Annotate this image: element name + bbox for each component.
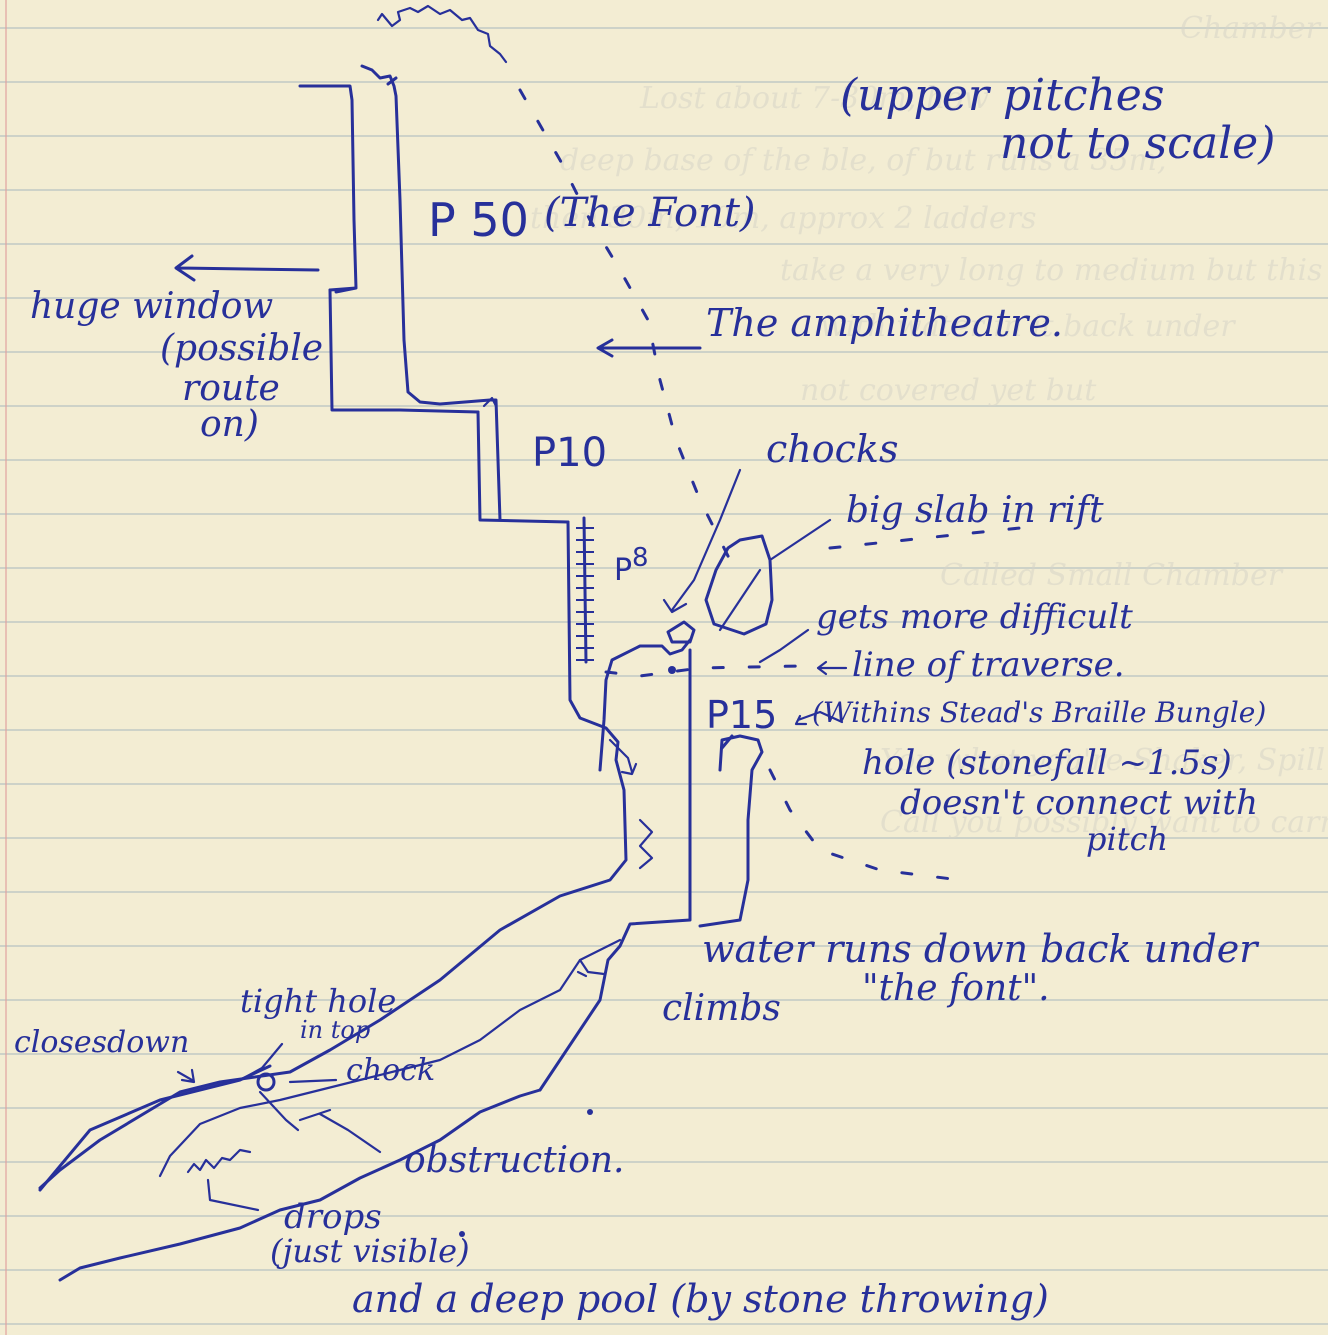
zigzag-climb: [640, 820, 652, 868]
line-of-traverse-label: line of traverse.: [852, 645, 1125, 685]
huge-window-arrow: [176, 256, 318, 280]
p15-right-wall: [700, 736, 762, 926]
svg-text:Chamber pot.: Chamber pot.: [1180, 11, 1328, 46]
chockstone: [668, 622, 694, 642]
p15-label: P15: [706, 693, 777, 737]
hole-label: hole (stonefall ~1.5s): [862, 743, 1232, 783]
survey-dot: [587, 1109, 593, 1115]
drops-label: drops: [284, 1197, 382, 1237]
p8-prefix-label: P: [614, 553, 632, 588]
big-slab-pointer: [720, 520, 830, 630]
gets-more-difficult-label: gets more difficult: [816, 597, 1133, 637]
doesnt-connect-label: doesn't connect with: [900, 783, 1258, 823]
deep-pool-label: and a deep pool (by stone throwing): [352, 1277, 1049, 1321]
obstruction-label: obstruction.: [404, 1140, 625, 1181]
route-label: route: [182, 368, 280, 409]
water-runs-label: water runs down back under: [702, 927, 1260, 971]
traverse-dashed-line: [606, 666, 800, 676]
big-slab-label: big slab in rift: [846, 490, 1104, 531]
svg-text:Called Small Chamber: Called Small Chamber: [940, 558, 1284, 593]
svg-text:not covered yet but: not covered yet but: [800, 373, 1097, 408]
on-label: on): [200, 404, 259, 445]
just-visible-label: (just visible): [270, 1232, 470, 1270]
p10-label: P10: [532, 430, 607, 476]
traverse-arrow: [818, 662, 846, 674]
steads-label: (Withins Stead's Braille Bungle): [812, 696, 1266, 729]
tight-hole-label: tight hole: [240, 982, 396, 1020]
chocks-label: chocks: [766, 427, 898, 471]
big-slab-rock: [706, 536, 772, 634]
huge-window-label: huge window: [30, 286, 273, 327]
climbs-label: climbs: [662, 988, 781, 1029]
chock-pointer: [290, 1080, 336, 1082]
the-font-label: (The Font): [544, 190, 756, 236]
upper-pitches-label: (upper pitches: [840, 70, 1164, 121]
lower-passage-upper: [40, 1066, 270, 1190]
climbs-arrow: [578, 960, 604, 976]
the-font-quote-label: "the font".: [862, 968, 1050, 1009]
not-to-scale-label: not to scale): [1000, 118, 1275, 169]
possible-label: (possible: [160, 328, 323, 369]
difficult-pointer: [760, 630, 808, 662]
chock-label: chock: [346, 1053, 435, 1088]
drops-pointer: [208, 1180, 258, 1210]
p8-ledge: [600, 640, 690, 770]
amphitheatre-label: The amphitheatre.: [706, 301, 1063, 345]
pitch-label: pitch: [1086, 820, 1168, 858]
amphitheatre-arrow: [598, 340, 700, 356]
obstruction-pointer-2: [300, 1110, 380, 1152]
traverse-dot: [668, 666, 676, 674]
in-top-label: in top: [300, 1016, 370, 1044]
slab-dashed-line: [830, 528, 1020, 548]
closes-down-label: closesdown: [14, 1025, 189, 1060]
p8-down-arrow: [610, 740, 636, 774]
closes-down-arrow: [178, 1070, 194, 1082]
p50-label: P 50: [428, 193, 529, 247]
svg-text:take a very long to medium but: take a very long to medium but this: [780, 253, 1323, 288]
surface-line: [378, 6, 506, 62]
chocks-arrow: [664, 470, 740, 612]
p8-number-label: 8: [632, 543, 649, 573]
